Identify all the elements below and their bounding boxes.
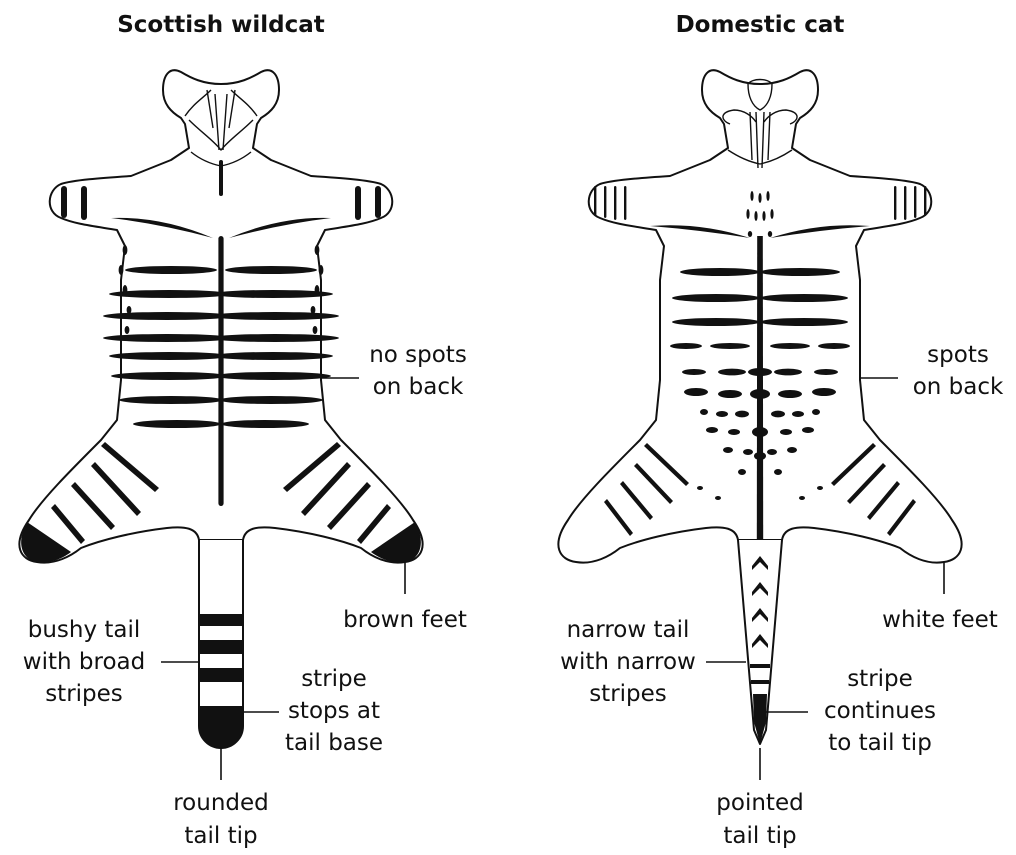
wildcat-tail-label-1: bushy tail: [28, 617, 141, 643]
wildcat-stripe-label-1: stripe: [301, 666, 367, 692]
domestic-back-label-1: spots: [927, 342, 989, 368]
wildcat-tail-label-2: with broad: [23, 649, 145, 675]
domestic-stripe-label-1: stripe: [847, 666, 913, 692]
wildcat-tip-label-2: tail tip: [184, 823, 257, 849]
domestic-back-label-2: on back: [913, 374, 1004, 400]
domestic-tail-label-3: stripes: [589, 681, 667, 707]
domestic-tail-label-2: with narrow: [560, 649, 696, 675]
wildcat-tail-tip: [199, 706, 243, 748]
wildcat-title: Scottish wildcat: [117, 12, 325, 38]
wildcat-spine-stripe: [218, 236, 223, 506]
domestic-title: Domestic cat: [676, 12, 845, 38]
wildcat-back-label-2: on back: [373, 374, 464, 400]
wildcat-stripe-label-3: tail base: [285, 730, 383, 756]
wildcat-tip-label-1: rounded: [173, 790, 269, 816]
wildcat-stripe-label-2: stops at: [288, 698, 380, 724]
wildcat-feet-label: brown feet: [343, 607, 467, 633]
domestic-tail-label-1: narrow tail: [567, 617, 690, 643]
wildcat-tail-label-3: stripes: [45, 681, 123, 707]
domestic-tip-label-2: tail tip: [723, 823, 796, 849]
domestic-stripe-label-3: to tail tip: [828, 730, 932, 756]
domestic-feet-label: white feet: [882, 607, 998, 633]
domestic-tail-tip: [753, 694, 767, 744]
domestic-tip-label-1: pointed: [716, 790, 803, 816]
domestic-stripe-label-2: continues: [824, 698, 936, 724]
wildcat-back-label-1: no spots: [369, 342, 467, 368]
